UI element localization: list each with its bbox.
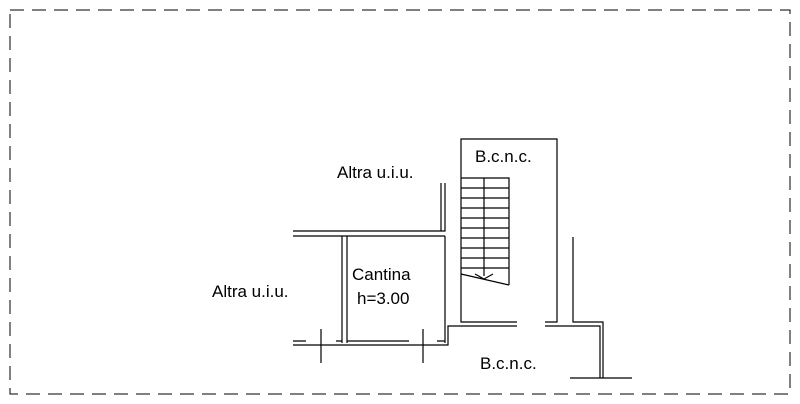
label-cantina: Cantina: [352, 265, 411, 284]
wall-cantina-left: [341, 236, 348, 343]
staircase: [460, 177, 510, 286]
label-cantina-height: h=3.00: [357, 289, 410, 308]
label-altra-uiu-top: Altra u.i.u.: [337, 163, 414, 182]
wall-cantina-bottom: [293, 325, 517, 346]
wall-right: [545, 237, 604, 378]
stairwell-walls: [460, 138, 558, 323]
wall-upper: [293, 183, 446, 232]
dashed-boundary: [9, 9, 791, 395]
label-bcnc-top: B.c.n.c.: [475, 147, 532, 166]
label-bcnc-bottom: B.c.n.c.: [480, 354, 537, 373]
tick-marks: [320, 329, 424, 363]
label-altra-uiu-left: Altra u.i.u.: [212, 282, 289, 301]
